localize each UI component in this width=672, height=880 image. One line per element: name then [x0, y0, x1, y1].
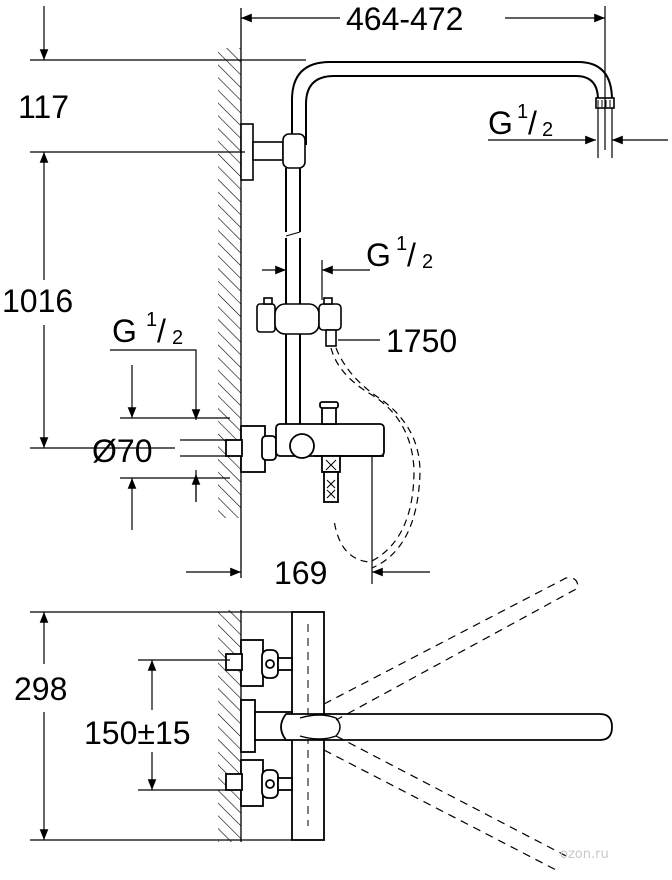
dimension-lines-bottom [30, 611, 292, 841]
hand-shower-holder [256, 297, 342, 347]
dimension-lines-top [30, 6, 668, 584]
svg-text:1: 1 [517, 101, 528, 123]
svg-text:2: 2 [542, 119, 553, 141]
thermostatic-mixer [225, 401, 385, 503]
watermark: ozon.ru [560, 847, 609, 862]
side-elevation: 464-472 117 1016 G 1 / 2 G 1 / 2 1750 G … [2, 1, 668, 591]
plan-view: 298 150±15 [14, 577, 613, 873]
svg-text:/: / [157, 313, 166, 349]
dim-projection: 169 [274, 555, 327, 591]
dim-spacing: 150±15 [84, 715, 191, 751]
svg-text:/: / [407, 237, 416, 273]
dim-width-range: 464-472 [346, 1, 463, 37]
svg-text:1: 1 [146, 309, 157, 331]
dim-diameter: Ø70 [92, 433, 152, 469]
spout-swing-dashed [323, 577, 579, 873]
dim-height-bottom: 298 [14, 671, 67, 707]
svg-text:G: G [112, 313, 137, 349]
svg-text:1: 1 [396, 233, 407, 255]
riser-pipe [285, 168, 301, 430]
spout-solid [280, 713, 613, 741]
upper-wall-bracket [240, 123, 306, 181]
svg-text:G: G [488, 105, 513, 141]
dim-height-main: 1016 [2, 283, 73, 319]
label-thread-middle: G 1 / 2 [366, 233, 433, 273]
svg-text:2: 2 [422, 251, 433, 273]
dim-height-top: 117 [18, 89, 69, 125]
dim-hose-length: 1750 [386, 323, 457, 359]
wall-bottom [218, 610, 242, 842]
wall-top [218, 8, 242, 578]
svg-text:/: / [528, 105, 537, 141]
label-thread-head: G 1 / 2 [488, 101, 553, 141]
label-thread-left: G 1 / 2 [112, 309, 183, 349]
shower-arm [291, 61, 613, 145]
svg-text:2: 2 [172, 327, 183, 349]
svg-text:G: G [366, 237, 391, 273]
